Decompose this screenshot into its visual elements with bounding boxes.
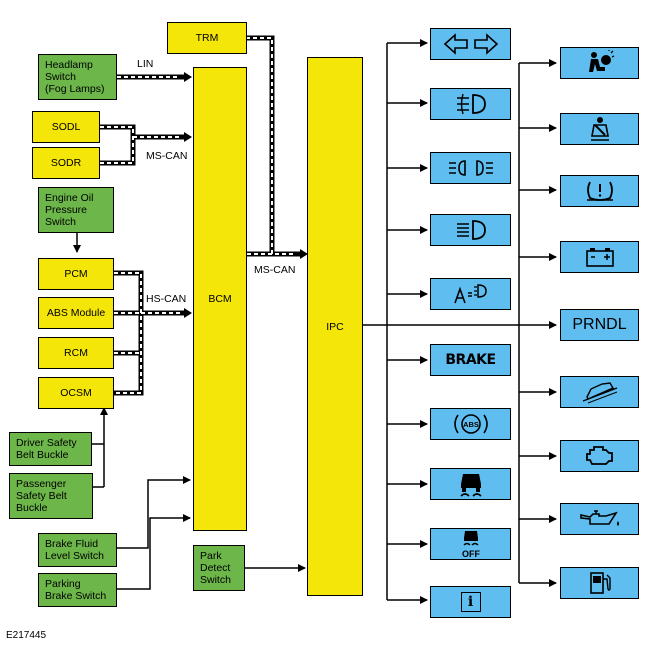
seatbelt-icon xyxy=(590,117,609,141)
pcm-label: PCM xyxy=(64,268,88,280)
check-engine-indicator xyxy=(560,440,639,472)
engine-oil-pressure-label: Engine Oil Pressure Switch xyxy=(45,192,94,228)
sodr-label: SODR xyxy=(50,157,82,169)
abs-module-label: ABS Module xyxy=(46,307,106,319)
engine-oil-pressure-switch: Engine Oil Pressure Switch xyxy=(38,187,114,233)
low-beam-indicator xyxy=(430,214,511,246)
engine-icon xyxy=(585,446,613,465)
traction-control-indicator xyxy=(430,468,511,500)
hs-can-bus-label: HS-CAN xyxy=(146,293,187,305)
traction-control-off-indicator: OFF xyxy=(430,528,511,560)
abs-indicator: ABS xyxy=(430,408,511,440)
tire-pressure-icon xyxy=(586,181,613,201)
driver-belt-buckle: Driver Safety Belt Buckle xyxy=(9,432,92,466)
park-detect-label: Park Detect Switch xyxy=(200,550,231,586)
ipc-label: IPC xyxy=(326,320,344,333)
traction-control-off-icon: OFF xyxy=(462,531,480,559)
prndl-text: PRNDL xyxy=(572,316,627,333)
front-fog-lamp-indicator xyxy=(430,88,511,120)
turn-signal-icon xyxy=(443,33,498,55)
traction-control-icon xyxy=(459,474,482,497)
driver-belt-label: Driver Safety Belt Buckle xyxy=(16,437,77,461)
brake-text: BRAKE xyxy=(445,352,496,368)
trm-module: TRM xyxy=(167,22,247,54)
hill-descent-icon xyxy=(582,382,617,404)
turn-signal-indicator xyxy=(430,28,511,60)
abs-module: ABS Module xyxy=(38,297,114,329)
front-fog-lamp-icon xyxy=(456,93,486,115)
parking-lamp-indicator xyxy=(430,152,511,184)
hardwires xyxy=(73,43,557,600)
ms-can-ipc-label: MS-CAN xyxy=(254,264,296,276)
sodl-module: SODL xyxy=(32,111,100,143)
trm-label: TRM xyxy=(195,32,219,44)
fuel-pump-icon xyxy=(589,572,611,594)
information-indicator: i xyxy=(430,586,511,618)
oil-pressure-indicator xyxy=(560,503,639,535)
ms-can-sod-label: MS-CAN xyxy=(146,150,188,162)
oil-can-icon xyxy=(579,510,619,526)
left-branch-arrows xyxy=(387,39,428,604)
airbag-icon xyxy=(588,50,614,72)
low-washer-fluid-indicator xyxy=(560,376,639,408)
bcm-label: BCM xyxy=(208,293,232,305)
sodl-label: SODL xyxy=(51,121,81,133)
prndl-indicator: PRNDL xyxy=(560,309,639,341)
seatbelt-indicator xyxy=(560,113,639,145)
fuel-indicator xyxy=(560,567,639,599)
ms-can-sod-wire xyxy=(100,124,192,166)
low-beam-icon xyxy=(456,220,486,240)
park-detect-switch: Park Detect Switch xyxy=(193,545,245,591)
pcm-module: PCM xyxy=(38,258,114,290)
ms-can-trm-wire xyxy=(246,35,308,259)
parking-brake-switch: Parking Brake Switch xyxy=(38,573,117,607)
auto-high-beam-indicator xyxy=(430,278,511,310)
airbag-indicator xyxy=(560,47,639,79)
headlamp-switch: Headlamp Switch (Fog Lamps) xyxy=(38,54,117,100)
passenger-belt-label: Passenger Safety Belt Buckle xyxy=(16,478,67,514)
battery-icon xyxy=(585,248,614,267)
lin-wire xyxy=(117,72,192,82)
rcm-module: RCM xyxy=(38,337,114,369)
passenger-belt-buckle: Passenger Safety Belt Buckle xyxy=(9,473,93,519)
abs-icon-text: ABS xyxy=(463,420,479,429)
battery-indicator xyxy=(560,241,639,273)
right-branch-arrows xyxy=(519,59,557,587)
bcm-module: BCM xyxy=(193,67,247,531)
brake-fluid-label: Brake Fluid Level Switch xyxy=(45,538,104,562)
ocsm-label: OCSM xyxy=(60,387,92,399)
parking-lamp-icon xyxy=(448,160,493,176)
brake-fluid-switch: Brake Fluid Level Switch xyxy=(38,533,117,567)
off-text: OFF xyxy=(462,549,480,559)
parking-brake-label: Parking Brake Switch xyxy=(45,578,107,602)
ipc-module: IPC xyxy=(307,57,363,596)
rcm-label: RCM xyxy=(64,347,88,359)
hs-can-wire xyxy=(114,270,192,396)
abs-icon: ABS xyxy=(453,414,488,434)
network-wires xyxy=(100,35,308,396)
info-icon: i xyxy=(460,592,481,612)
info-icon-letter: i xyxy=(467,594,474,610)
figure-code: E217445 xyxy=(6,630,47,641)
sodr-module: SODR xyxy=(32,147,100,179)
headlamp-switch-label: Headlamp Switch (Fog Lamps) xyxy=(45,59,105,95)
tire-pressure-indicator xyxy=(560,175,639,207)
brake-warning-indicator: BRAKE xyxy=(430,344,511,376)
auto-high-beam-icon xyxy=(453,284,487,304)
ocsm-module: OCSM xyxy=(38,377,114,409)
lin-bus-label: LIN xyxy=(137,58,154,70)
